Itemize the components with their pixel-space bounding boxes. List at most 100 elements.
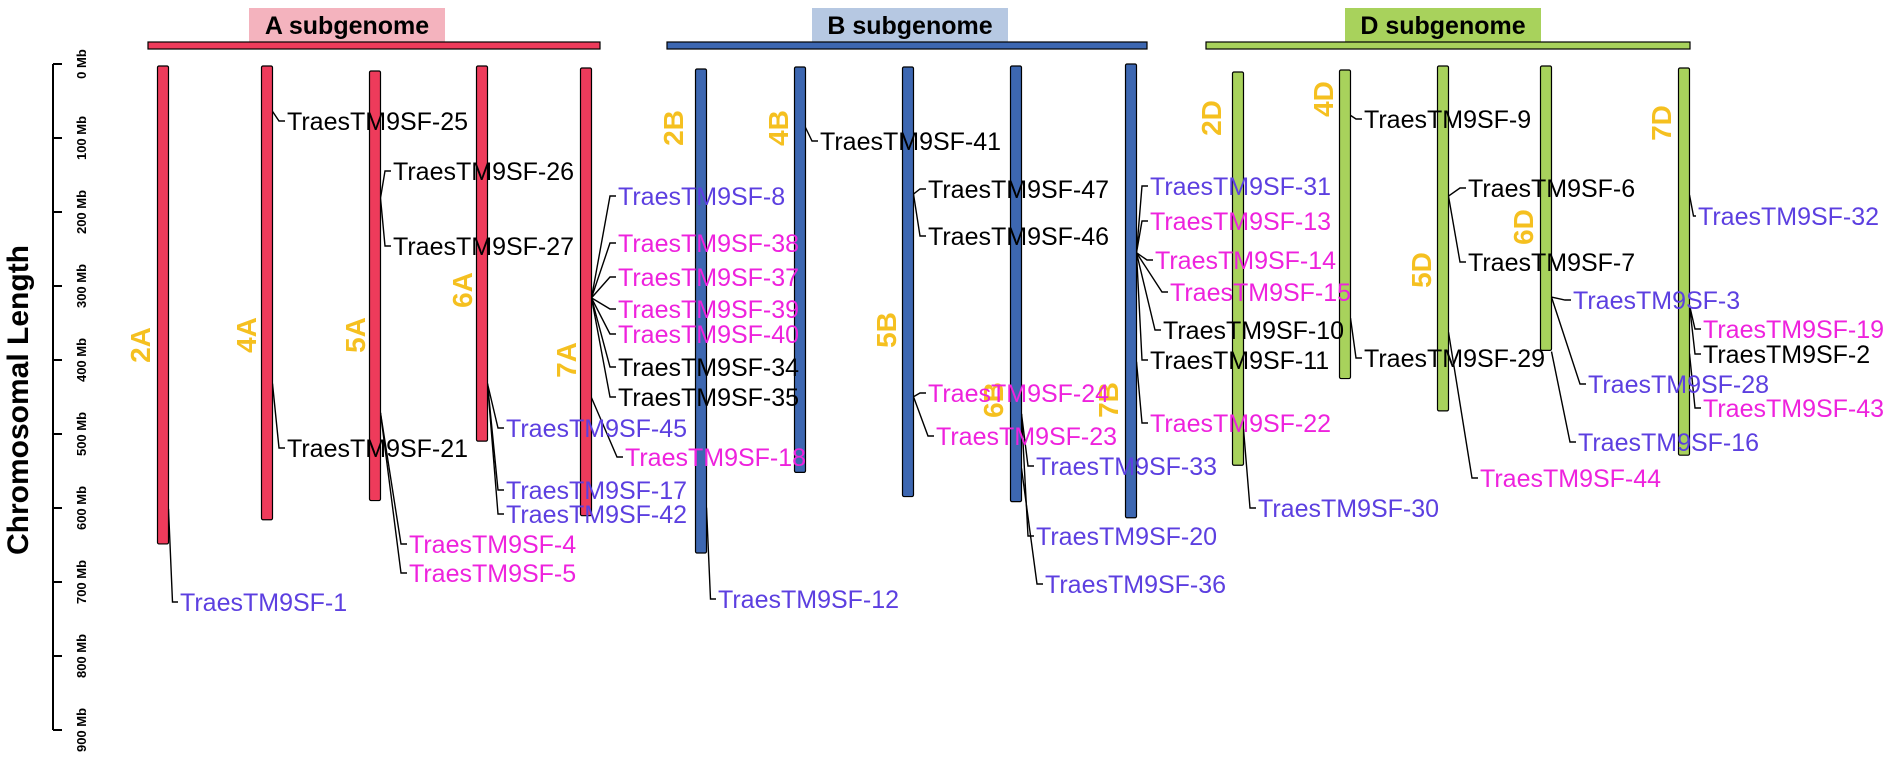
chromosome-bar — [368, 70, 382, 502]
chromosome-label: 2A — [125, 327, 156, 363]
gene-connector — [1135, 252, 1161, 331]
gene-traestm9sf-37: TraesTM9SF-37 — [618, 264, 799, 292]
gene-connector — [913, 188, 926, 195]
gene-label: TraesTM9SF-6 — [1468, 175, 1635, 203]
chromosome-label: 5D — [1406, 252, 1437, 288]
gene-connector — [912, 193, 926, 237]
gene-label: TraesTM9SF-30 — [1258, 495, 1439, 523]
gene-traestm9sf-41: TraesTM9SF-41 — [820, 128, 1001, 156]
tick-label: 900 Mb — [74, 708, 89, 752]
chromosome-label: 6A — [447, 272, 478, 308]
gene-label: TraesTM9SF-16 — [1578, 429, 1759, 457]
gene-connector — [1135, 361, 1148, 424]
gene-traestm9sf-40: TraesTM9SF-40 — [618, 321, 799, 349]
chromosome-label: 7D — [1646, 105, 1677, 141]
gene-traestm9sf-24: TraesTM9SF-24 — [928, 380, 1109, 408]
gene-traestm9sf-44: TraesTM9SF-44 — [1480, 465, 1661, 493]
gene-label: TraesTM9SF-42 — [506, 501, 687, 529]
gene-label: TraesTM9SF-43 — [1703, 395, 1884, 423]
chromosome-7a: 7A — [551, 67, 593, 517]
subgenome-header-d: D subgenome — [1205, 8, 1691, 50]
gene-connector — [1688, 194, 1696, 217]
subgenome-title-highlight — [812, 8, 1008, 42]
gene-traestm9sf-23: TraesTM9SF-23 — [936, 423, 1117, 451]
gene-connector — [804, 127, 818, 142]
gene-label: TraesTM9SF-10 — [1163, 317, 1344, 345]
chromosome-6b: 6B — [978, 65, 1023, 503]
gene-label: TraesTM9SF-44 — [1480, 465, 1661, 493]
gene-traestm9sf-45: TraesTM9SF-45 — [506, 415, 687, 443]
gene-label: TraesTM9SF-1 — [180, 589, 347, 617]
chromosome-7d: 7D — [1646, 67, 1691, 456]
gene-connector — [1349, 317, 1362, 359]
tick-label: 200 Mb — [74, 190, 89, 234]
gene-label: TraesTM9SF-37 — [618, 264, 799, 292]
chromosome-label: 2D — [1196, 100, 1227, 136]
gene-traestm9sf-43: TraesTM9SF-43 — [1703, 395, 1884, 423]
gene-connector — [486, 383, 504, 515]
gene-label: TraesTM9SF-33 — [1036, 453, 1217, 481]
gene-traestm9sf-30: TraesTM9SF-30 — [1258, 495, 1439, 523]
gene-label: TraesTM9SF-26 — [393, 158, 574, 186]
tick-label: 100 Mb — [74, 116, 89, 160]
gene-label: TraesTM9SF-47 — [928, 176, 1109, 204]
axis-title: Chromosomal Length — [2, 245, 35, 555]
gene-labels: TraesTM9SF-1TraesTM9SF-25TraesTM9SF-21Tr… — [180, 106, 1884, 617]
subgenome-title-highlight — [1345, 8, 1541, 42]
chromosome-label: 4D — [1308, 81, 1339, 117]
gene-label: TraesTM9SF-34 — [618, 354, 799, 382]
gene-traestm9sf-32: TraesTM9SF-32 — [1698, 203, 1879, 231]
subgenome-bar — [1205, 41, 1691, 50]
chromosome-2a: 2A — [125, 65, 170, 545]
gene-label: TraesTM9SF-22 — [1150, 410, 1331, 438]
gene-label: TraesTM9SF-2 — [1703, 341, 1870, 369]
gene-connector — [590, 397, 623, 458]
gene-connector — [1688, 305, 1701, 355]
chromosome-label: 2B — [658, 110, 689, 146]
gene-connector — [271, 383, 285, 449]
gene-connector — [590, 297, 616, 335]
chromosome-4a: 4A — [231, 65, 274, 521]
gene-connector — [1135, 252, 1148, 361]
gene-connector — [1135, 185, 1148, 253]
gene-traestm9sf-42: TraesTM9SF-42 — [506, 501, 687, 529]
chromosome-bar — [475, 65, 489, 442]
gene-label: TraesTM9SF-15 — [1170, 279, 1351, 307]
gene-connector — [1242, 428, 1256, 509]
gene-label: TraesTM9SF-29 — [1364, 345, 1545, 373]
chromosome-bar — [793, 66, 807, 473]
gene-traestm9sf-7: TraesTM9SF-7 — [1468, 249, 1635, 277]
gene-traestm9sf-21: TraesTM9SF-21 — [287, 435, 468, 463]
gene-connector — [379, 412, 407, 574]
gene-label: TraesTM9SF-5 — [409, 560, 576, 588]
chromosome-bar — [1231, 71, 1245, 466]
gene-connector — [590, 276, 616, 299]
gene-connector — [1020, 468, 1043, 585]
gene-traestm9sf-18: TraesTM9SF-18 — [625, 444, 806, 472]
gene-traestm9sf-4: TraesTM9SF-4 — [409, 531, 576, 559]
gene-traestm9sf-35: TraesTM9SF-35 — [618, 384, 799, 412]
gene-connector — [486, 383, 504, 491]
chromosome-bar — [156, 65, 170, 545]
gene-traestm9sf-38: TraesTM9SF-38 — [618, 230, 799, 258]
gene-traestm9sf-8: TraesTM9SF-8 — [618, 183, 785, 211]
gene-connector — [167, 508, 178, 603]
chromosome-label: 7A — [551, 342, 582, 378]
subgenome-header-b: B subgenome — [666, 8, 1148, 50]
chromosome-4d: 4D — [1308, 69, 1352, 380]
gene-label: TraesTM9SF-25 — [287, 108, 468, 136]
gene-traestm9sf-34: TraesTM9SF-34 — [618, 354, 799, 382]
gene-traestm9sf-6: TraesTM9SF-6 — [1468, 175, 1635, 203]
gene-traestm9sf-11: TraesTM9SF-11 — [1150, 347, 1329, 375]
tick-label: 300 Mb — [74, 264, 89, 308]
gene-label: TraesTM9SF-3 — [1573, 287, 1740, 315]
gene-traestm9sf-36: TraesTM9SF-36 — [1045, 571, 1226, 599]
gene-label: TraesTM9SF-36 — [1045, 571, 1226, 599]
subgenome-title-highlight — [249, 8, 445, 42]
chromosome-bar — [260, 65, 274, 521]
gene-traestm9sf-19: TraesTM9SF-19 — [1703, 316, 1884, 344]
